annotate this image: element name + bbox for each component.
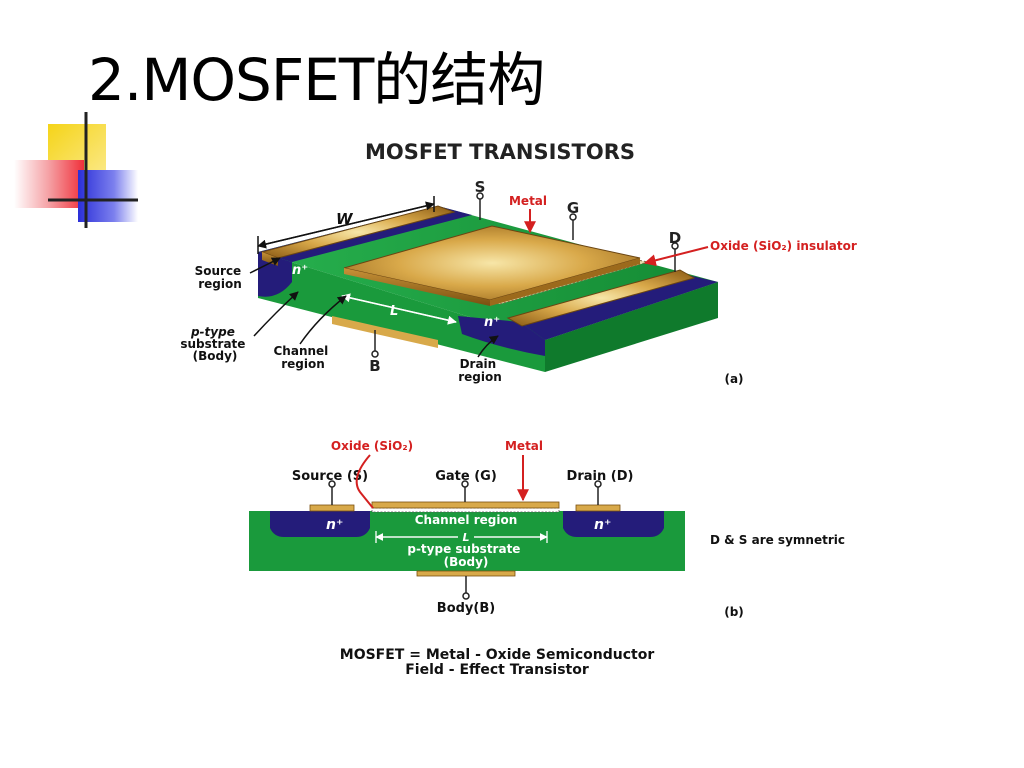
substrate-label-b: p-type substrate (Body) [407, 542, 524, 569]
source-region-label: Source region [195, 264, 246, 291]
oxide-label-a: Oxide (SiO₂) insulator [710, 239, 857, 253]
drain-n-region-top [520, 276, 718, 340]
drain-contact-b [575, 504, 621, 512]
drain-terminal-b [594, 480, 602, 488]
n-plus-source-label-a: n⁺ [292, 263, 308, 278]
gate-terminal-b [461, 480, 469, 488]
drain-region-label: Drain region [458, 357, 502, 384]
figure-a-heading: MOSFET TRANSISTORS [365, 140, 635, 164]
terminal-d-label: D [669, 229, 681, 247]
width-label: W [336, 210, 354, 228]
length-label-a: L [390, 304, 398, 319]
source-n-region-front [258, 252, 292, 297]
drain-contact [506, 269, 696, 327]
source-terminal [476, 192, 484, 200]
drain-n-well [563, 511, 664, 537]
channel-region-label-a: Channel region [274, 344, 333, 371]
caption-b: (b) [724, 605, 744, 619]
blue-square [78, 170, 138, 222]
source-n-well [270, 511, 370, 537]
oxide-label-b: Oxide (SiO₂) [331, 439, 413, 453]
caption-a: (a) [724, 372, 743, 386]
terminal-s-label: S [475, 178, 486, 196]
gate-label-b: Gate (G) [435, 469, 497, 484]
slide-title: 2.MOSFET的结构 [88, 46, 545, 114]
substrate-label-a: p-type substrate (Body) [180, 325, 249, 363]
body-terminal [371, 350, 379, 358]
body-contact-b [416, 570, 516, 577]
drain-label-b: Drain (D) [567, 469, 634, 484]
body-label-b: Body(B) [437, 601, 495, 616]
footer-line-2: Field - Effect Transistor [405, 662, 589, 678]
substrate-front [258, 252, 545, 372]
length-label-b: L [462, 531, 469, 544]
n-plus-drain-label-a: n⁺ [484, 315, 500, 330]
terminal-g-label: G [567, 199, 579, 217]
decorative-squares [14, 112, 138, 228]
source-label-b: Source (S) [292, 469, 368, 484]
source-terminal-b [328, 480, 336, 488]
figure-a-3d-view: MOSFET TRANSISTORS S G D [180, 140, 856, 386]
metal-label-a: Metal [509, 194, 547, 208]
substrate-side [545, 282, 718, 372]
figure-b-cross-section: Source (S) Gate (G) Drain (D) Body(B) Ox… [249, 439, 845, 619]
footer-line-1: MOSFET = Metal - Oxide Semiconductor [340, 647, 655, 663]
gate-metal-b [371, 501, 560, 509]
metal-label-b: Metal [505, 439, 543, 453]
body-contact [332, 316, 438, 348]
gate-terminal [569, 213, 577, 221]
terminal-b-label: B [369, 357, 380, 375]
n-plus-source-label-b: n⁺ [326, 517, 343, 533]
symmetry-note: D & S are symnetric [710, 533, 845, 547]
n-plus-drain-label-b: n⁺ [594, 517, 611, 533]
source-contact-b [309, 504, 355, 512]
channel-label-b: Channel region [415, 513, 518, 527]
drain-terminal [671, 242, 679, 250]
oxide-layer-b [371, 507, 560, 513]
body-terminal-b [462, 592, 470, 600]
